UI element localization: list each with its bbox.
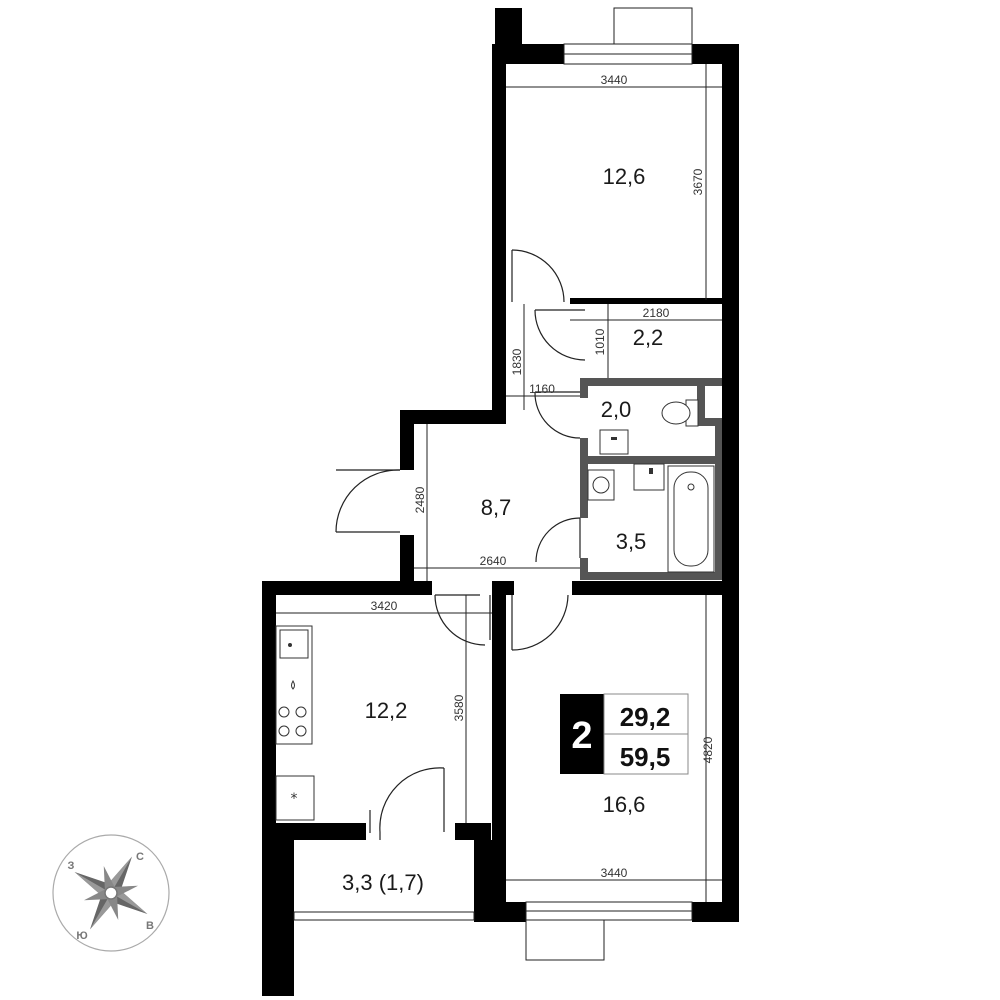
dim-living-depth: 4820 (701, 736, 715, 763)
room-area-balcony: 3,3 (1,7) (342, 870, 424, 895)
dim-kitchen-depth: 3580 (452, 694, 466, 721)
fixtures: * (275, 399, 715, 821)
exterior-walls (262, 8, 739, 996)
water-drop-icon (291, 680, 295, 690)
kitchen-sink-icon (279, 629, 309, 659)
stove-icon (278, 706, 307, 737)
dim-hall-depth: 2480 (413, 486, 427, 513)
bathroom-sink-icon (633, 463, 665, 491)
compass-north-label: С (136, 851, 144, 863)
compass-west-label: З (68, 860, 75, 872)
fridge (275, 775, 315, 821)
dim-corridor-depth: 1830 (510, 348, 524, 375)
compass-south-label: Ю (76, 930, 87, 942)
dimension-lines (276, 64, 722, 902)
sanitary-walls (580, 378, 722, 580)
apartment-summary-badge: 2 29,2 59,5 (560, 693, 689, 775)
dim-hall-width: 2640 (480, 554, 507, 568)
toilet-icon (661, 399, 699, 427)
total-area-value: 59,5 (620, 742, 671, 772)
dim-kitchen-width: 3420 (371, 599, 398, 613)
dim-bedroom-width: 3440 (601, 73, 628, 87)
dim-storage-depth: 1010 (593, 328, 607, 355)
snowflake-icon: * (291, 791, 298, 807)
compass-rose-icon (52, 834, 170, 952)
room-area-storage: 2,2 (633, 325, 664, 350)
room-area-toilet: 2,0 (601, 397, 632, 422)
room-area-bedroom: 12,6 (603, 164, 646, 189)
room-area-hall: 8,7 (481, 495, 512, 520)
living-area-value: 29,2 (620, 702, 671, 732)
dim-storage-width: 2180 (643, 306, 670, 320)
compass-east-label: В (146, 920, 154, 932)
doors (335, 249, 586, 840)
washing-machine-icon (592, 476, 610, 494)
room-area-bathroom: 3,5 (616, 529, 647, 554)
room-area-living: 16,6 (603, 792, 646, 817)
dim-bedroom-depth: 3670 (691, 168, 705, 195)
washbasin-icon (599, 429, 629, 455)
rooms-count: 2 (571, 715, 592, 757)
dim-corridor-width: 1160 (529, 382, 555, 396)
dim-living-width: 3440 (601, 866, 628, 880)
windows (293, 7, 693, 961)
room-area-kitchen: 12,2 (365, 698, 408, 723)
